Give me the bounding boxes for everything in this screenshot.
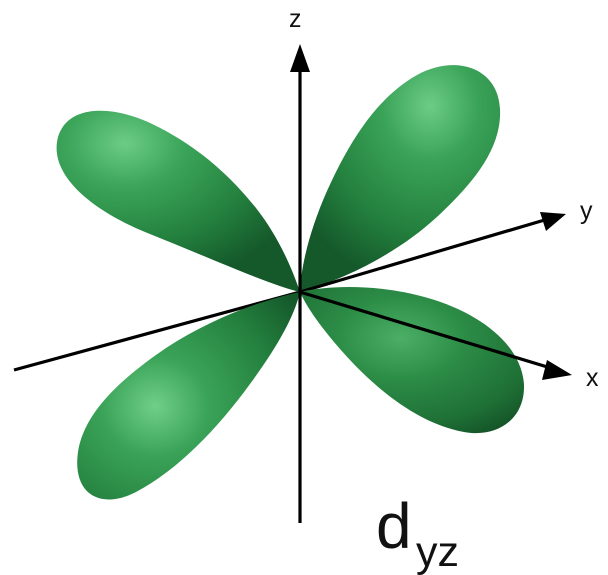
orbital-label-d: d — [376, 490, 412, 562]
lobe-upper-right — [300, 65, 500, 292]
y-axis-arrowhead — [540, 212, 566, 231]
lobe-lower-right — [300, 287, 524, 433]
x-axis-arrowhead — [542, 360, 572, 380]
lobe-upper-left — [57, 111, 300, 292]
y-axis-label: y — [580, 197, 593, 225]
z-axis-label: z — [289, 5, 302, 33]
orbital-label-subscript: yz — [416, 528, 459, 575]
x-axis-label: x — [586, 364, 599, 392]
z-axis-arrowhead — [290, 44, 310, 72]
